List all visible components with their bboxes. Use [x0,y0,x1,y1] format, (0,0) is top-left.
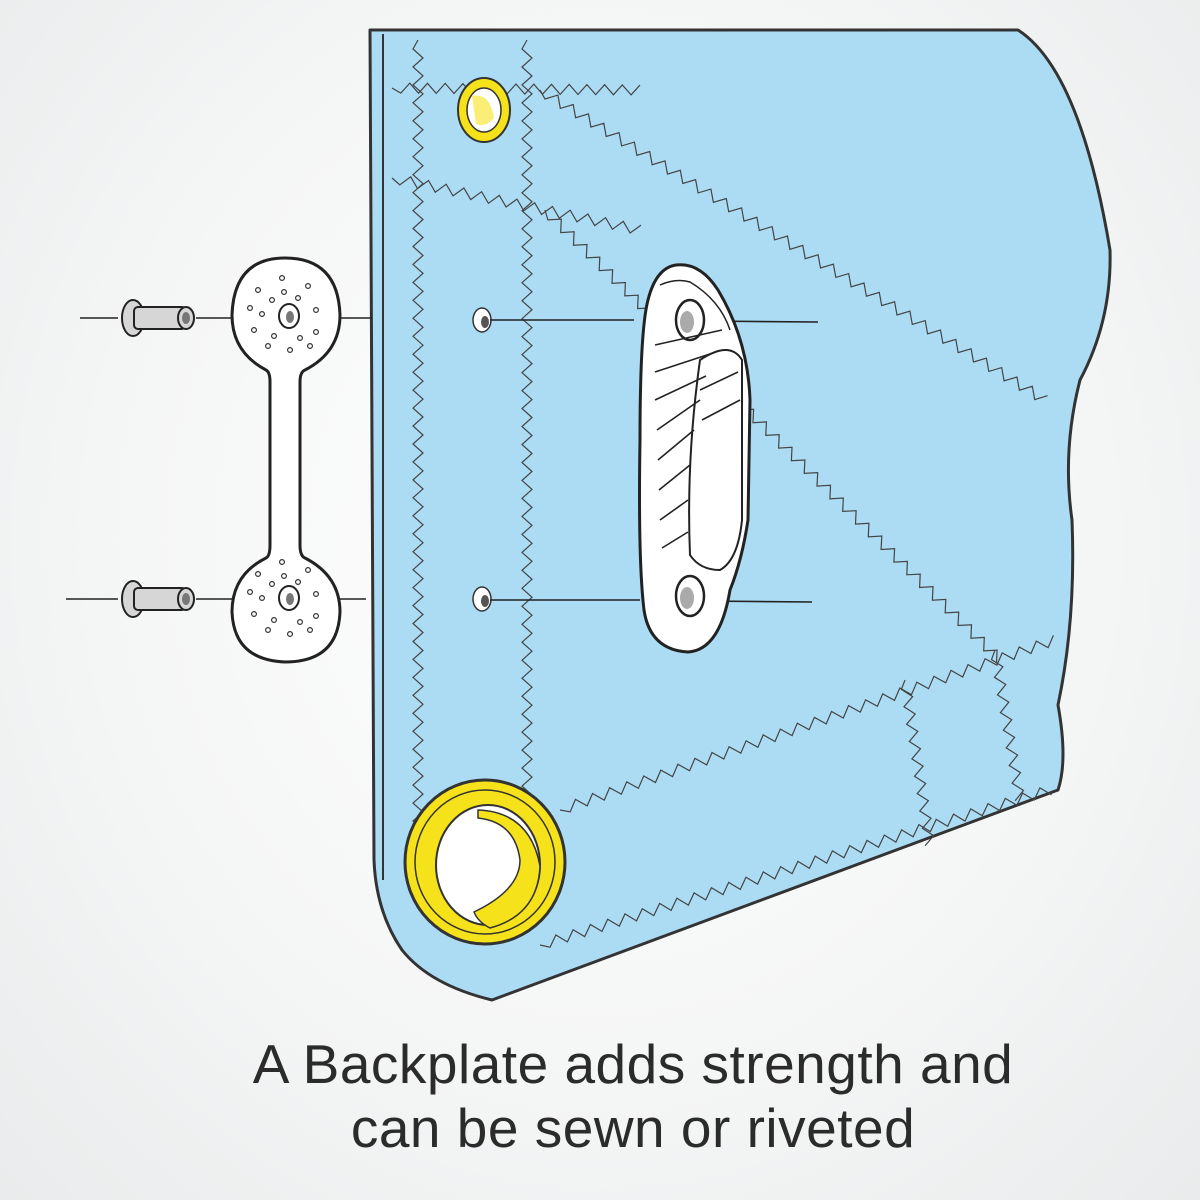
stitch-hole [305,566,312,573]
stitch-seam [412,39,424,831]
cleat [638,263,752,654]
stitch-hole [281,572,288,579]
stitch-hole [279,275,286,282]
stitch-hole [259,311,266,318]
stitch-hole [307,343,314,350]
stitch-seam [990,649,1025,802]
stitch-hole [313,307,320,314]
rivet-bottom [121,580,195,618]
stitch-hole [313,590,320,597]
stitch-hole [295,295,302,302]
stitch-hole [313,329,320,336]
stitch-hole [305,283,312,290]
stitch-hole [287,630,294,637]
caption: A Backplate adds strength and can be sew… [0,1032,1200,1160]
stitch-seam [391,175,642,234]
stitch-hole [255,287,262,294]
backplate [230,256,342,664]
stitch-hole [269,297,276,304]
stitch-hole [307,626,314,633]
stitch-hole [247,588,254,595]
stitch-seam [559,635,1054,813]
stitch-seam [539,786,1052,948]
caption-line-2: can be sewn or riveted [350,1097,916,1159]
stitch-seam [391,82,641,96]
stitch-seam [544,209,998,664]
stitch-hole [255,570,262,577]
large-grommet [403,778,567,946]
stitch-hole [297,618,304,625]
stitching [391,39,1054,948]
stitch-hole [287,347,294,354]
stitch-seam [900,679,935,847]
stitch-seam [521,39,533,841]
stitch-hole [247,305,254,312]
rivet-top [121,299,195,337]
stitch-hole [251,610,258,617]
stitch-seam [539,89,1048,401]
small-grommet [457,77,511,143]
stitch-hole [269,580,276,587]
caption-line-1: A Backplate adds strength and [252,1033,1014,1095]
stitch-hole [281,289,288,296]
stitch-hole [265,343,272,350]
stitch-hole [297,335,304,342]
stitch-hole [265,626,272,633]
stitch-hole [259,594,266,601]
stitch-hole [295,578,302,585]
stitch-hole [271,616,278,623]
stitch-hole [313,612,320,619]
stitch-hole [251,327,258,334]
stitch-hole [271,333,278,340]
stitch-hole [279,558,286,565]
sail-holes [472,307,492,612]
